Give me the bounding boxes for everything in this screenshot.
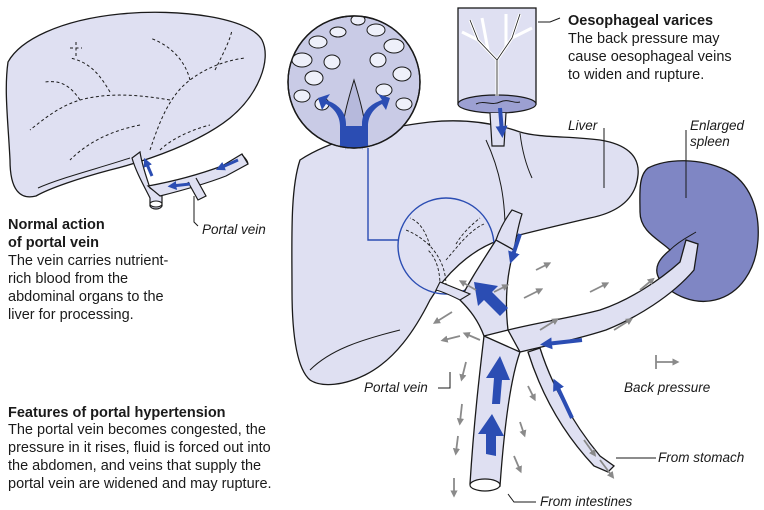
normal-body-line: rich blood from the xyxy=(8,270,168,288)
normal-heading-line: of portal vein xyxy=(8,234,105,252)
features-heading: Features of portal hypertension xyxy=(8,404,226,422)
label-portal-vein-large: Portal vein xyxy=(364,380,428,396)
normal-heading-line: Normal action xyxy=(8,216,105,234)
normal-body-line: liver for processing. xyxy=(8,306,168,324)
varices-body-line: The back pressure may xyxy=(568,30,732,48)
normal-body-line: abdominal organs to the xyxy=(8,288,168,306)
features-body-line: portal vein are widened and may rupture. xyxy=(8,475,272,493)
back-pressure-legend-mark xyxy=(656,355,676,369)
varices-body-line: cause oesophageal veins xyxy=(568,48,732,66)
features-body-line: pressure in it rises, fluid is forced ou… xyxy=(8,439,272,457)
label-back-pressure: Back pressure xyxy=(624,380,710,396)
normal-action-heading: Normal action of portal vein xyxy=(8,216,105,252)
spleen-label-line: Enlarged xyxy=(690,118,744,134)
varices-body: The back pressure may cause oesophageal … xyxy=(568,30,732,84)
label-from-stomach: From stomach xyxy=(658,450,744,466)
spleen-label-line: spleen xyxy=(690,134,744,150)
label-from-intestines: From intestines xyxy=(540,494,632,510)
normal-liver xyxy=(6,12,265,226)
features-body: The portal vein becomes congested, the p… xyxy=(8,421,272,493)
varices-body-line: to widen and rupture. xyxy=(568,66,732,84)
enlarged-liver xyxy=(292,121,638,385)
label-portal-vein-small: Portal vein xyxy=(202,222,266,238)
label-liver: Liver xyxy=(568,118,597,134)
features-body-line: The portal vein becomes congested, the xyxy=(8,421,272,439)
label-enlarged-spleen: Enlarged spleen xyxy=(690,118,744,150)
features-body-line: the abdomen, and veins that supply the xyxy=(8,457,272,475)
normal-body-line: The vein carries nutrient- xyxy=(8,252,168,270)
varices-heading: Oesophageal varices xyxy=(568,12,713,30)
normal-action-body: The vein carries nutrient- rich blood fr… xyxy=(8,252,168,324)
